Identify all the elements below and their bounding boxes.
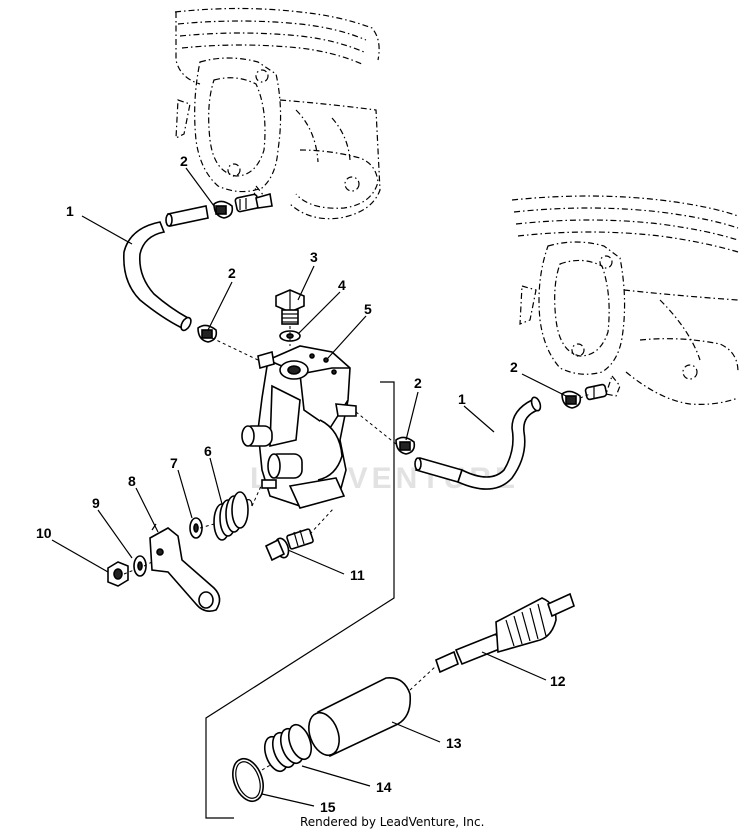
- callout-clamp-right: 2: [510, 359, 518, 375]
- callout-lever: 8: [128, 473, 136, 489]
- render-credit: Rendered by LeadVenture, Inc.: [300, 815, 484, 829]
- leader-lines: [51, 167, 567, 807]
- callout-clamp-left: 2: [228, 265, 236, 281]
- callout-snap-ring: 15: [320, 799, 336, 815]
- pump-lever: [149, 523, 221, 612]
- callout-left-hose: 1: [66, 203, 74, 219]
- washer-small: [189, 517, 203, 539]
- callout-clamp-top: 2: [180, 153, 188, 169]
- banjo-bolt-top: [275, 289, 305, 325]
- callout-drive-shaft: 12: [550, 673, 566, 689]
- hose-clamp-left: [197, 324, 218, 343]
- oil-pump-body: [241, 345, 357, 509]
- right-fitting: [584, 383, 608, 401]
- engine-cylinder-left: [174, 7, 381, 220]
- callout-bolt-top: 3: [310, 249, 318, 265]
- lever-nut: [107, 561, 129, 587]
- pump-sleeve: [308, 677, 412, 758]
- oil-hose-right: [414, 396, 542, 490]
- top-fitting: [234, 192, 273, 213]
- callout-bolt-bottom: 11: [350, 567, 365, 583]
- callout-labels: 1 2 2 3 4 5 2 1 2 6 7 8 9 10 11 12 13 14…: [36, 153, 566, 815]
- callout-clamp-mid: 2: [414, 375, 422, 391]
- return-spring: [213, 491, 253, 541]
- exploded-bracket: [205, 381, 395, 819]
- callout-washer-lever: 9: [92, 495, 100, 511]
- callout-nut: 10: [36, 525, 52, 541]
- pump-mount-bolt: [264, 528, 314, 562]
- engine-cylinder-right: [511, 195, 739, 405]
- hose-clamp-top: [213, 200, 234, 219]
- snap-ring: [232, 757, 264, 803]
- callout-washer-small: 7: [170, 455, 178, 471]
- callout-sleeve: 13: [446, 735, 462, 751]
- callout-bottom-spring: 14: [376, 779, 392, 795]
- drive-shaft-gear: [435, 592, 575, 674]
- callout-washer-top: 4: [338, 277, 346, 293]
- lever-washer: [133, 555, 147, 577]
- oil-hose-left: [123, 205, 209, 332]
- callout-right-hose: 1: [458, 391, 466, 407]
- callout-spring: 6: [204, 443, 212, 459]
- hose-clamp-mid: [395, 436, 416, 455]
- callout-pump-body: 5: [364, 301, 372, 317]
- plunger-spring: [263, 723, 313, 773]
- alignment-lines: [123, 326, 591, 771]
- hose-clamp-right: [561, 390, 582, 409]
